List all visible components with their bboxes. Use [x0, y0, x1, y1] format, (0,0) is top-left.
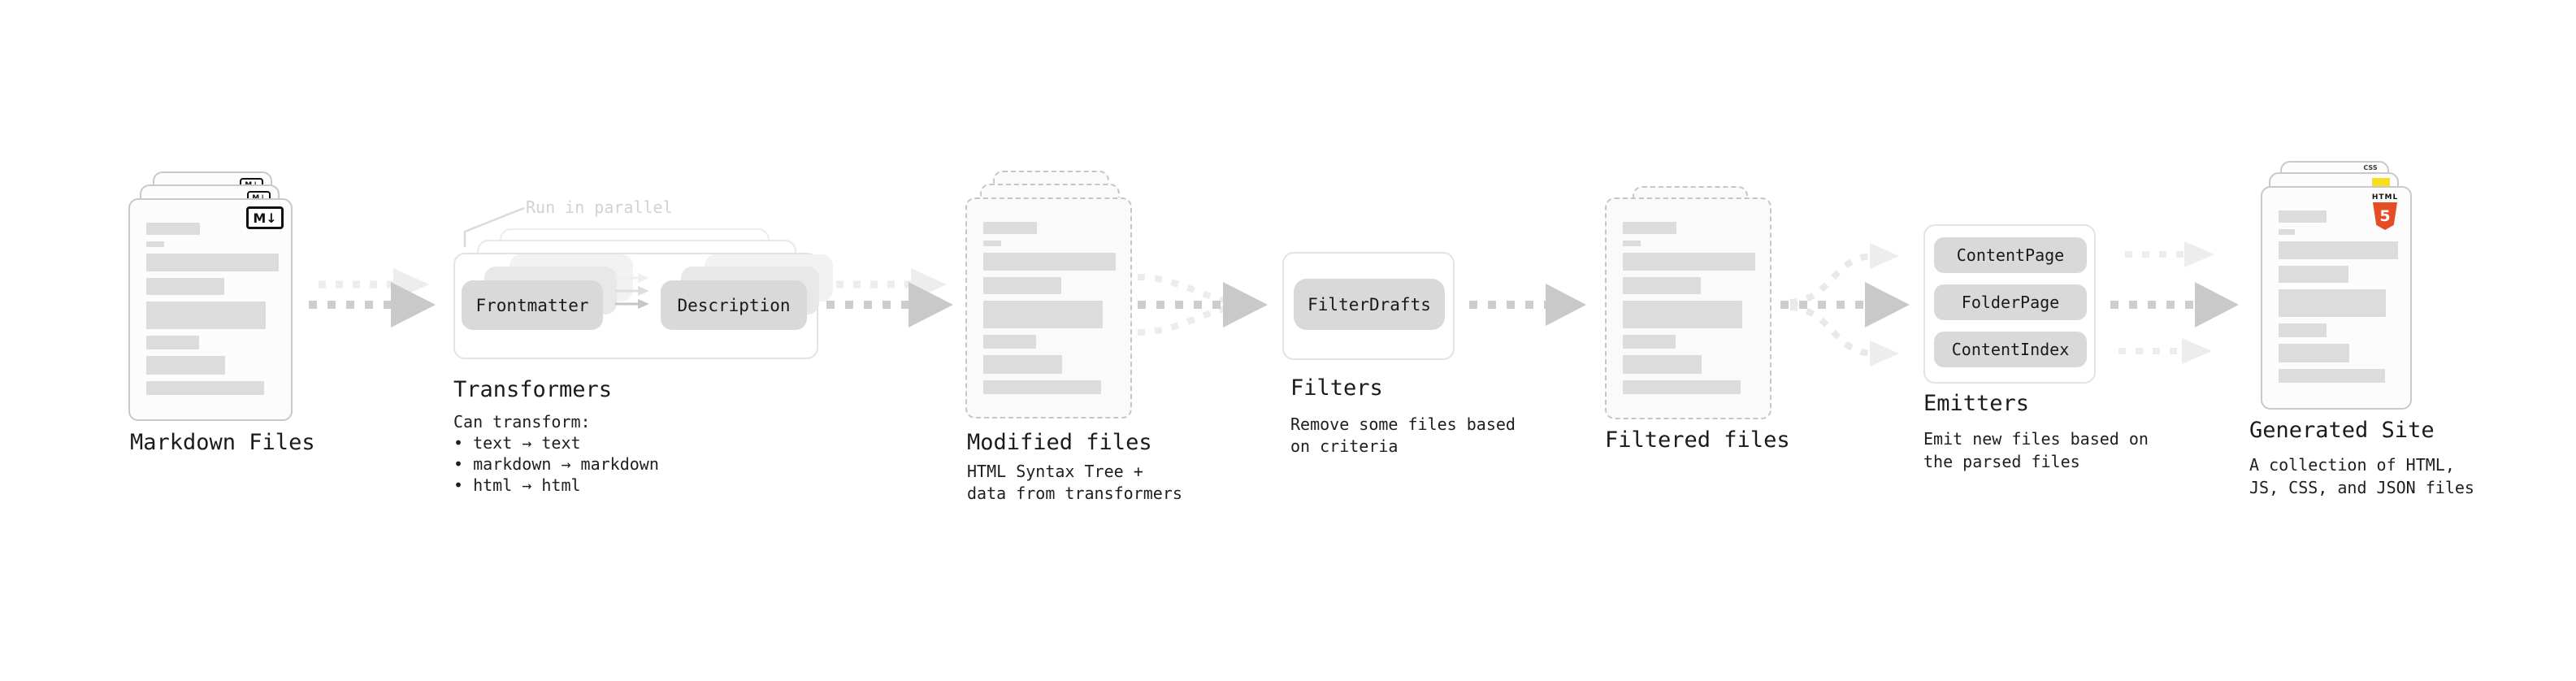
- file-skeleton-lines: [983, 222, 1116, 394]
- skeleton-text-bar: [1623, 241, 1641, 246]
- skeleton-text-bar: [146, 356, 225, 375]
- file-skeleton-lines: [1623, 222, 1755, 394]
- arrow-modified-to-filters: [1137, 274, 1268, 336]
- skeleton-text-bar: [983, 253, 1116, 271]
- emitters-desc-line: Emit new files based on: [1923, 429, 2149, 449]
- skeleton-text-bar: [1623, 253, 1755, 271]
- skeleton-text-bar: [2279, 229, 2295, 235]
- generated-site-description: A collection of HTML, JS, CSS, and JSON …: [2249, 453, 2474, 499]
- filter-box-filterdrafts: FilterDrafts: [1294, 279, 1445, 330]
- transformer-internal-arrows: [615, 273, 649, 309]
- skeleton-text-bar: [2279, 369, 2385, 383]
- emitters-desc-line: the parsed files: [1923, 452, 2080, 471]
- skeleton-text-bar: [146, 254, 279, 271]
- arrow-filters-to-filtered: [1469, 284, 1586, 326]
- skeleton-text-bar: [983, 222, 1037, 234]
- skeleton-text-bar: [2279, 210, 2327, 223]
- skeleton-text-bar: [146, 241, 164, 247]
- skeleton-text-bar: [2279, 344, 2349, 362]
- modified-files-description: HTML Syntax Tree + data from transformer…: [967, 461, 1182, 505]
- generated-file-card-front: HTML 5: [2261, 186, 2412, 410]
- modified-desc-line: data from transformers: [967, 484, 1182, 503]
- emitter-box-contentindex: ContentIndex: [1934, 332, 2087, 367]
- skeleton-text-bar: [146, 301, 266, 329]
- skeleton-text-bar: [983, 301, 1103, 328]
- transformers-title: Transformers: [453, 377, 613, 402]
- emitter-box-contentpage: ContentPage: [1934, 237, 2087, 273]
- filters-description: Remove some files based on criteria: [1290, 414, 1516, 458]
- generated-desc-line: JS, CSS, and JSON files: [2249, 478, 2474, 497]
- html5-icon: HTML 5: [2369, 194, 2401, 230]
- transformer-box-description: Description: [661, 280, 807, 330]
- skeleton-text-bar: [1623, 335, 1676, 349]
- skeleton-text-bar: [983, 335, 1036, 349]
- filtered-file-card-front: [1605, 197, 1772, 419]
- skeleton-text-bar: [146, 381, 264, 395]
- skeleton-text-bar: [1623, 222, 1676, 234]
- skeleton-text-bar: [2279, 289, 2386, 317]
- transformers-desc-line: • text → text: [453, 433, 581, 453]
- file-skeleton-lines: [146, 223, 279, 395]
- skeleton-text-bar: [1623, 355, 1702, 374]
- skeleton-text-bar: [2279, 241, 2398, 259]
- css-icon-label: CSS: [2363, 164, 2378, 171]
- skeleton-text-bar: [146, 336, 199, 349]
- filtered-files-title: Filtered files: [1605, 427, 1790, 453]
- skeleton-text-bar: [983, 355, 1062, 374]
- skeleton-text-bar: [146, 278, 224, 295]
- transformers-desc-line: • html → html: [453, 475, 581, 495]
- generated-site-title: Generated Site: [2249, 418, 2435, 443]
- skeleton-text-bar: [1623, 301, 1742, 328]
- skeleton-text-bar: [1623, 277, 1701, 294]
- modified-file-card-front: [965, 197, 1132, 419]
- html5-icon-number: 5: [2379, 207, 2391, 225]
- modified-desc-line: HTML Syntax Tree +: [967, 462, 1143, 481]
- markdown-file-card-front: M↓: [128, 198, 293, 421]
- skeleton-text-bar: [983, 241, 1001, 246]
- emitters-description: Emit new files based on the parsed files: [1923, 427, 2149, 473]
- file-skeleton-lines: [2279, 210, 2398, 383]
- skeleton-text-bar: [983, 277, 1061, 294]
- filters-desc-line: Remove some files based: [1290, 414, 1516, 434]
- emitter-box-folderpage: FolderPage: [1934, 284, 2087, 320]
- arrow-markdown-to-transformers: [309, 268, 436, 327]
- transformer-box-frontmatter: Frontmatter: [462, 280, 603, 330]
- run-in-parallel-leader-line: [463, 206, 525, 247]
- skeleton-text-bar: [1623, 380, 1741, 394]
- arrow-transformers-to-modified: [826, 268, 953, 327]
- skeleton-text-bar: [983, 380, 1101, 394]
- emitters-title: Emitters: [1923, 391, 2030, 416]
- markdown-files-title: Markdown Files: [130, 430, 315, 455]
- markdown-icon: M↓: [246, 206, 284, 229]
- arrow-filtered-to-emitters: [1780, 243, 1910, 367]
- generated-desc-line: A collection of HTML,: [2249, 455, 2455, 475]
- filters-desc-line: on criteria: [1290, 436, 1399, 456]
- run-in-parallel-note: Run in parallel: [526, 197, 673, 217]
- skeleton-text-bar: [2279, 266, 2348, 283]
- transformers-desc-line: • markdown → markdown: [453, 454, 659, 474]
- html5-icon-label: HTML: [2371, 193, 2399, 202]
- modified-files-title: Modified files: [967, 430, 1152, 455]
- transformers-description: Can transform: • text → text • markdown …: [453, 411, 659, 496]
- filters-title: Filters: [1290, 375, 1383, 401]
- skeleton-text-bar: [146, 223, 200, 235]
- transformers-desc-line: Can transform:: [453, 412, 591, 432]
- arrow-emitters-to-generated: [2110, 241, 2239, 364]
- skeleton-text-bar: [2279, 323, 2327, 337]
